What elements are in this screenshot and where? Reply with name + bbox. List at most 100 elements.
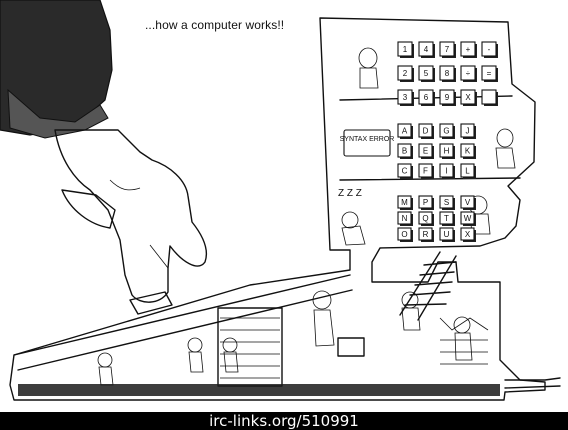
letter-key xyxy=(418,143,433,158)
plug xyxy=(504,377,561,389)
keypad-key-label: 8 xyxy=(445,69,450,78)
letter-key-label: J xyxy=(466,127,470,136)
lower-letter-key-label: X xyxy=(465,230,471,239)
letter-key xyxy=(460,163,475,178)
watermark-text: irc-links.org/510991 xyxy=(209,412,359,430)
thumb xyxy=(61,189,116,229)
finger-crease xyxy=(149,244,169,269)
lower-letter-key-label: U xyxy=(444,230,450,239)
lower-letter-key-label: V xyxy=(465,198,471,207)
keypad-key xyxy=(418,89,434,105)
letter-key xyxy=(397,123,412,138)
lower-letter-key xyxy=(439,211,454,225)
ground-hatch xyxy=(18,384,500,396)
lower-letter-key-label: R xyxy=(423,230,429,239)
keypad-key xyxy=(460,65,476,81)
lower-letter-key xyxy=(397,211,412,225)
cabinet-lines xyxy=(220,317,280,379)
letter-key-label: G xyxy=(443,127,449,136)
keypad-key-label: 4 xyxy=(424,45,429,54)
keypad-key xyxy=(418,65,434,81)
letter-key xyxy=(460,143,475,158)
caption-text: ...how a computer works!! xyxy=(145,18,285,32)
keypad-key xyxy=(460,41,476,57)
letter-key xyxy=(439,163,454,178)
letter-key xyxy=(397,163,412,178)
lower-letter-key xyxy=(397,195,412,209)
letter-key-label: B xyxy=(402,147,407,156)
letter-key xyxy=(418,163,433,178)
keypad-key-label: 7 xyxy=(445,45,450,54)
letter-key xyxy=(439,123,454,138)
letter-key xyxy=(397,143,412,158)
keypad-key xyxy=(397,89,413,105)
knuckle-line xyxy=(109,179,141,191)
sleeve-cuff xyxy=(7,88,109,139)
lower-letter-key xyxy=(460,211,475,225)
letter-key xyxy=(418,123,433,138)
keyboard-ramp xyxy=(13,274,353,371)
tubes xyxy=(439,317,489,365)
letter-key-label: E xyxy=(423,147,428,156)
keypad-key xyxy=(397,65,413,81)
letter-key-label: D xyxy=(423,127,429,136)
lower-letter-key-label: P xyxy=(423,198,428,207)
keypad-key xyxy=(439,89,455,105)
keypad-key-label: ÷ xyxy=(466,69,471,78)
finger-key xyxy=(129,291,173,315)
letter-key xyxy=(439,143,454,158)
lower-letter-keys: M P S V N Q T W O R U X xyxy=(397,195,476,242)
lower-letter-key xyxy=(460,195,475,209)
snore-text: Z Z Z xyxy=(338,188,362,199)
lower-letter-key xyxy=(418,211,433,225)
lower-letter-key-label: O xyxy=(401,230,407,239)
keypad-key-label: + xyxy=(466,45,471,54)
lower-letter-key xyxy=(439,227,454,241)
counter-box xyxy=(337,337,365,357)
lower-letter-key-label: W xyxy=(464,214,472,223)
keypad-key xyxy=(439,41,455,57)
letter-key-label: A xyxy=(402,127,408,136)
lower-letter-key xyxy=(460,227,475,241)
lower-letter-key xyxy=(397,227,412,241)
keypad-key-label: X xyxy=(465,93,471,102)
lower-letter-key-label: M xyxy=(401,198,408,207)
keypad-key-label: = xyxy=(487,69,492,78)
keypad-key xyxy=(418,41,434,57)
letter-key-label: C xyxy=(402,167,408,176)
lower-letter-key-label: Q xyxy=(422,214,428,223)
syntax-error-sign xyxy=(343,129,391,157)
keypad-key xyxy=(439,65,455,81)
lower-letter-key-label: S xyxy=(444,198,449,207)
letter-key-label: I xyxy=(445,167,447,176)
keypad-key-label: 6 xyxy=(424,93,429,102)
hand xyxy=(54,129,207,303)
letter-key-label: L xyxy=(465,167,470,176)
lower-letter-key-label: T xyxy=(444,214,449,223)
keypad-key-label: 3 xyxy=(403,93,408,102)
keypad-key-label: 9 xyxy=(445,93,450,102)
lower-letter-key xyxy=(418,195,433,209)
computer-body xyxy=(9,17,546,401)
lower-letter-key xyxy=(418,227,433,241)
keypad-key-label: 1 xyxy=(403,45,408,54)
lower-letter-key xyxy=(439,195,454,209)
keypad-key xyxy=(481,41,497,57)
letter-key-label: H xyxy=(444,147,450,156)
keypad-key-label: 2 xyxy=(403,69,408,78)
lower-letter-key-label: N xyxy=(402,214,408,223)
keypad-key xyxy=(460,89,476,105)
creatures xyxy=(97,47,516,386)
letter-key-label: K xyxy=(465,147,471,156)
keypad-key-label: 5 xyxy=(424,69,429,78)
watermark-bar: irc-links.org/510991 xyxy=(0,412,568,430)
keypad-key xyxy=(397,41,413,57)
keypad-key xyxy=(481,89,497,105)
letter-key xyxy=(460,123,475,138)
keypad-key xyxy=(481,65,497,81)
ladder xyxy=(399,251,457,321)
